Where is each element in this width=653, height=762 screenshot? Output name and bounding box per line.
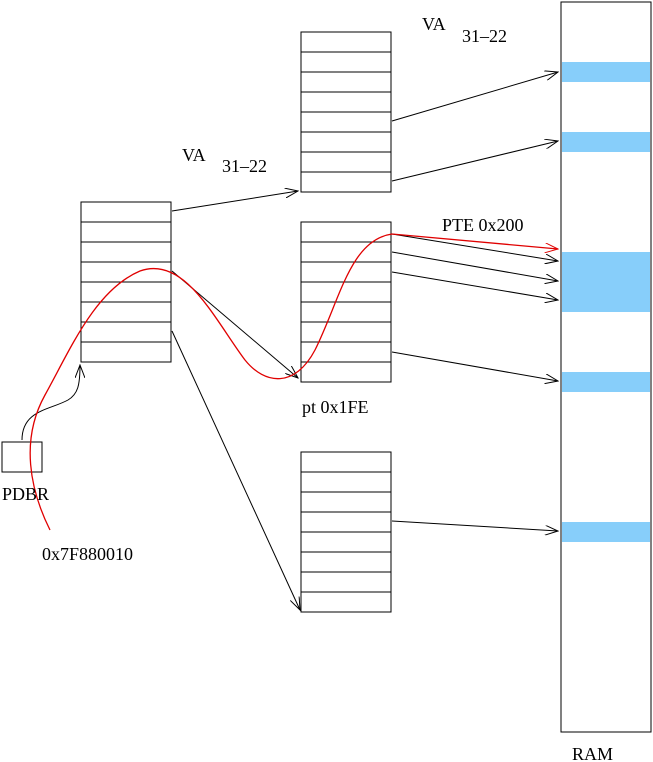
ram-frame-5 (562, 522, 650, 542)
arrow-pt-mid-to-frame-3b (391, 271, 558, 300)
arrow-pt-mid-to-frame-3a (391, 251, 558, 281)
ram (560, 1, 652, 733)
arrow-pt-top-to-frame-2 (391, 141, 558, 182)
translation-walk-path (29, 233, 558, 531)
page-table-label: pt 0x1FE (302, 397, 369, 417)
virtual-address-label: 0x7F880010 (42, 544, 133, 564)
va-label-middle: VA (182, 145, 206, 165)
va-label-top-subscript: 31–22 (462, 26, 507, 46)
pte-label: PTE 0x200 (442, 215, 524, 235)
ram-frame-1 (562, 62, 650, 82)
page-directory (80, 201, 172, 363)
va-label-top: VA (422, 14, 446, 34)
ram-frame-3 (562, 252, 650, 312)
pdbr-register (1, 441, 43, 473)
arrow-dir-to-pt-top (171, 191, 298, 212)
page-table-top (300, 31, 392, 193)
ram-frame-2 (562, 132, 650, 152)
arrow-pdbr-to-directory (21, 365, 80, 441)
page-table-bottom (300, 451, 392, 613)
ram-frame-4 (562, 372, 650, 392)
va-label-middle-subscript: 31–22 (222, 156, 267, 176)
arrow-pt-mid-to-frame-4 (391, 351, 558, 381)
arrow-pt-bottom-to-frame-5 (391, 520, 558, 531)
page-table-middle (300, 221, 392, 383)
pdbr-label: PDBR (2, 484, 49, 504)
arrow-pt-top-to-frame-1 (391, 72, 558, 122)
ram-outline (560, 1, 652, 733)
ram-label: RAM (572, 744, 613, 762)
arrow-dir-to-pt-bottom (171, 330, 300, 610)
pointer-arrows (21, 72, 558, 610)
arrow-pt-mid-to-frame-3c (391, 233, 558, 261)
